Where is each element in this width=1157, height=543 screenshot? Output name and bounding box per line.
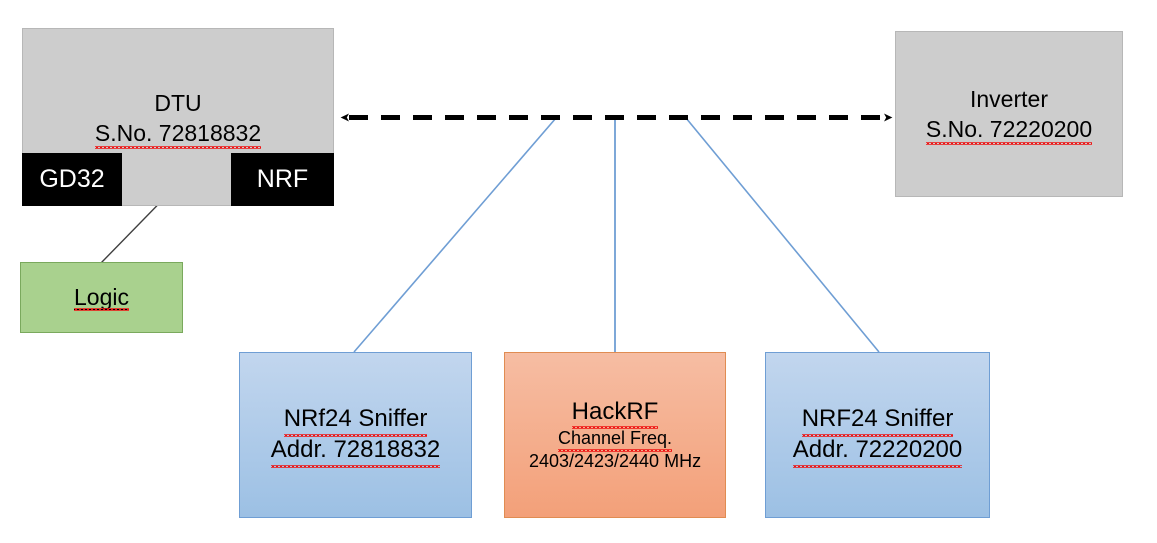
inverter-serial: S.No. 72220200 (925, 115, 1093, 146)
logic-label: Logic (74, 283, 129, 312)
inverter-name: Inverter (970, 85, 1048, 112)
sniffer-left-address-text: Addr. 72818832 (270, 435, 440, 468)
sniffer-left-node[interactable]: NRf24 Sniffer Addr. 72818832 (239, 352, 472, 518)
sniffer-left-address: Addr. 72818832 (270, 435, 440, 468)
sniffer-right-tap-line (685, 117, 880, 353)
hackrf-title-text: HackRF (571, 397, 659, 429)
hackrf-subtitle-text: Channel Freq. (557, 427, 673, 453)
hackrf-title: HackRF (571, 397, 659, 429)
sniffer-right-title-text: NRF24 Sniffer (801, 404, 953, 437)
logic-label-text: Logic (74, 283, 129, 312)
gd32-chip[interactable]: GD32 (22, 153, 122, 206)
sniffer-right-address: Addr. 72220200 (792, 435, 962, 468)
sniffer-right-title: NRF24 Sniffer (801, 404, 953, 437)
sniffer-left-title: NRf24 Sniffer (283, 404, 427, 437)
hackrf-frequencies: 2403/2423/2440 MHz (528, 451, 702, 471)
inverter-serial-text: S.No. 72220200 (925, 116, 1093, 146)
sniffer-left-title-text: NRf24 Sniffer (283, 404, 427, 437)
sniffer-right-address-text: Addr. 72220200 (792, 435, 962, 468)
dtu-serial: S.No. 72818832 (94, 119, 262, 150)
nrf-chip[interactable]: NRF (231, 153, 334, 206)
hackrf-node[interactable]: HackRF Channel Freq. 2403/2423/2440 MHz (504, 352, 726, 518)
logic-analyzer-node[interactable]: Logic (20, 262, 183, 333)
dtu-name: DTU (154, 90, 202, 116)
nrf-chip-label: NRF (256, 165, 309, 193)
hackrf-subtitle: Channel Freq. (557, 427, 673, 453)
sniffer-right-node[interactable]: NRF24 Sniffer Addr. 72220200 (765, 352, 990, 518)
sniffer-left-tap-line (353, 117, 557, 353)
dtu-serial-text: S.No. 72818832 (94, 120, 262, 150)
inverter-node[interactable]: Inverter S.No. 72220200 (895, 31, 1123, 197)
gd32-chip-label: GD32 (39, 165, 105, 193)
